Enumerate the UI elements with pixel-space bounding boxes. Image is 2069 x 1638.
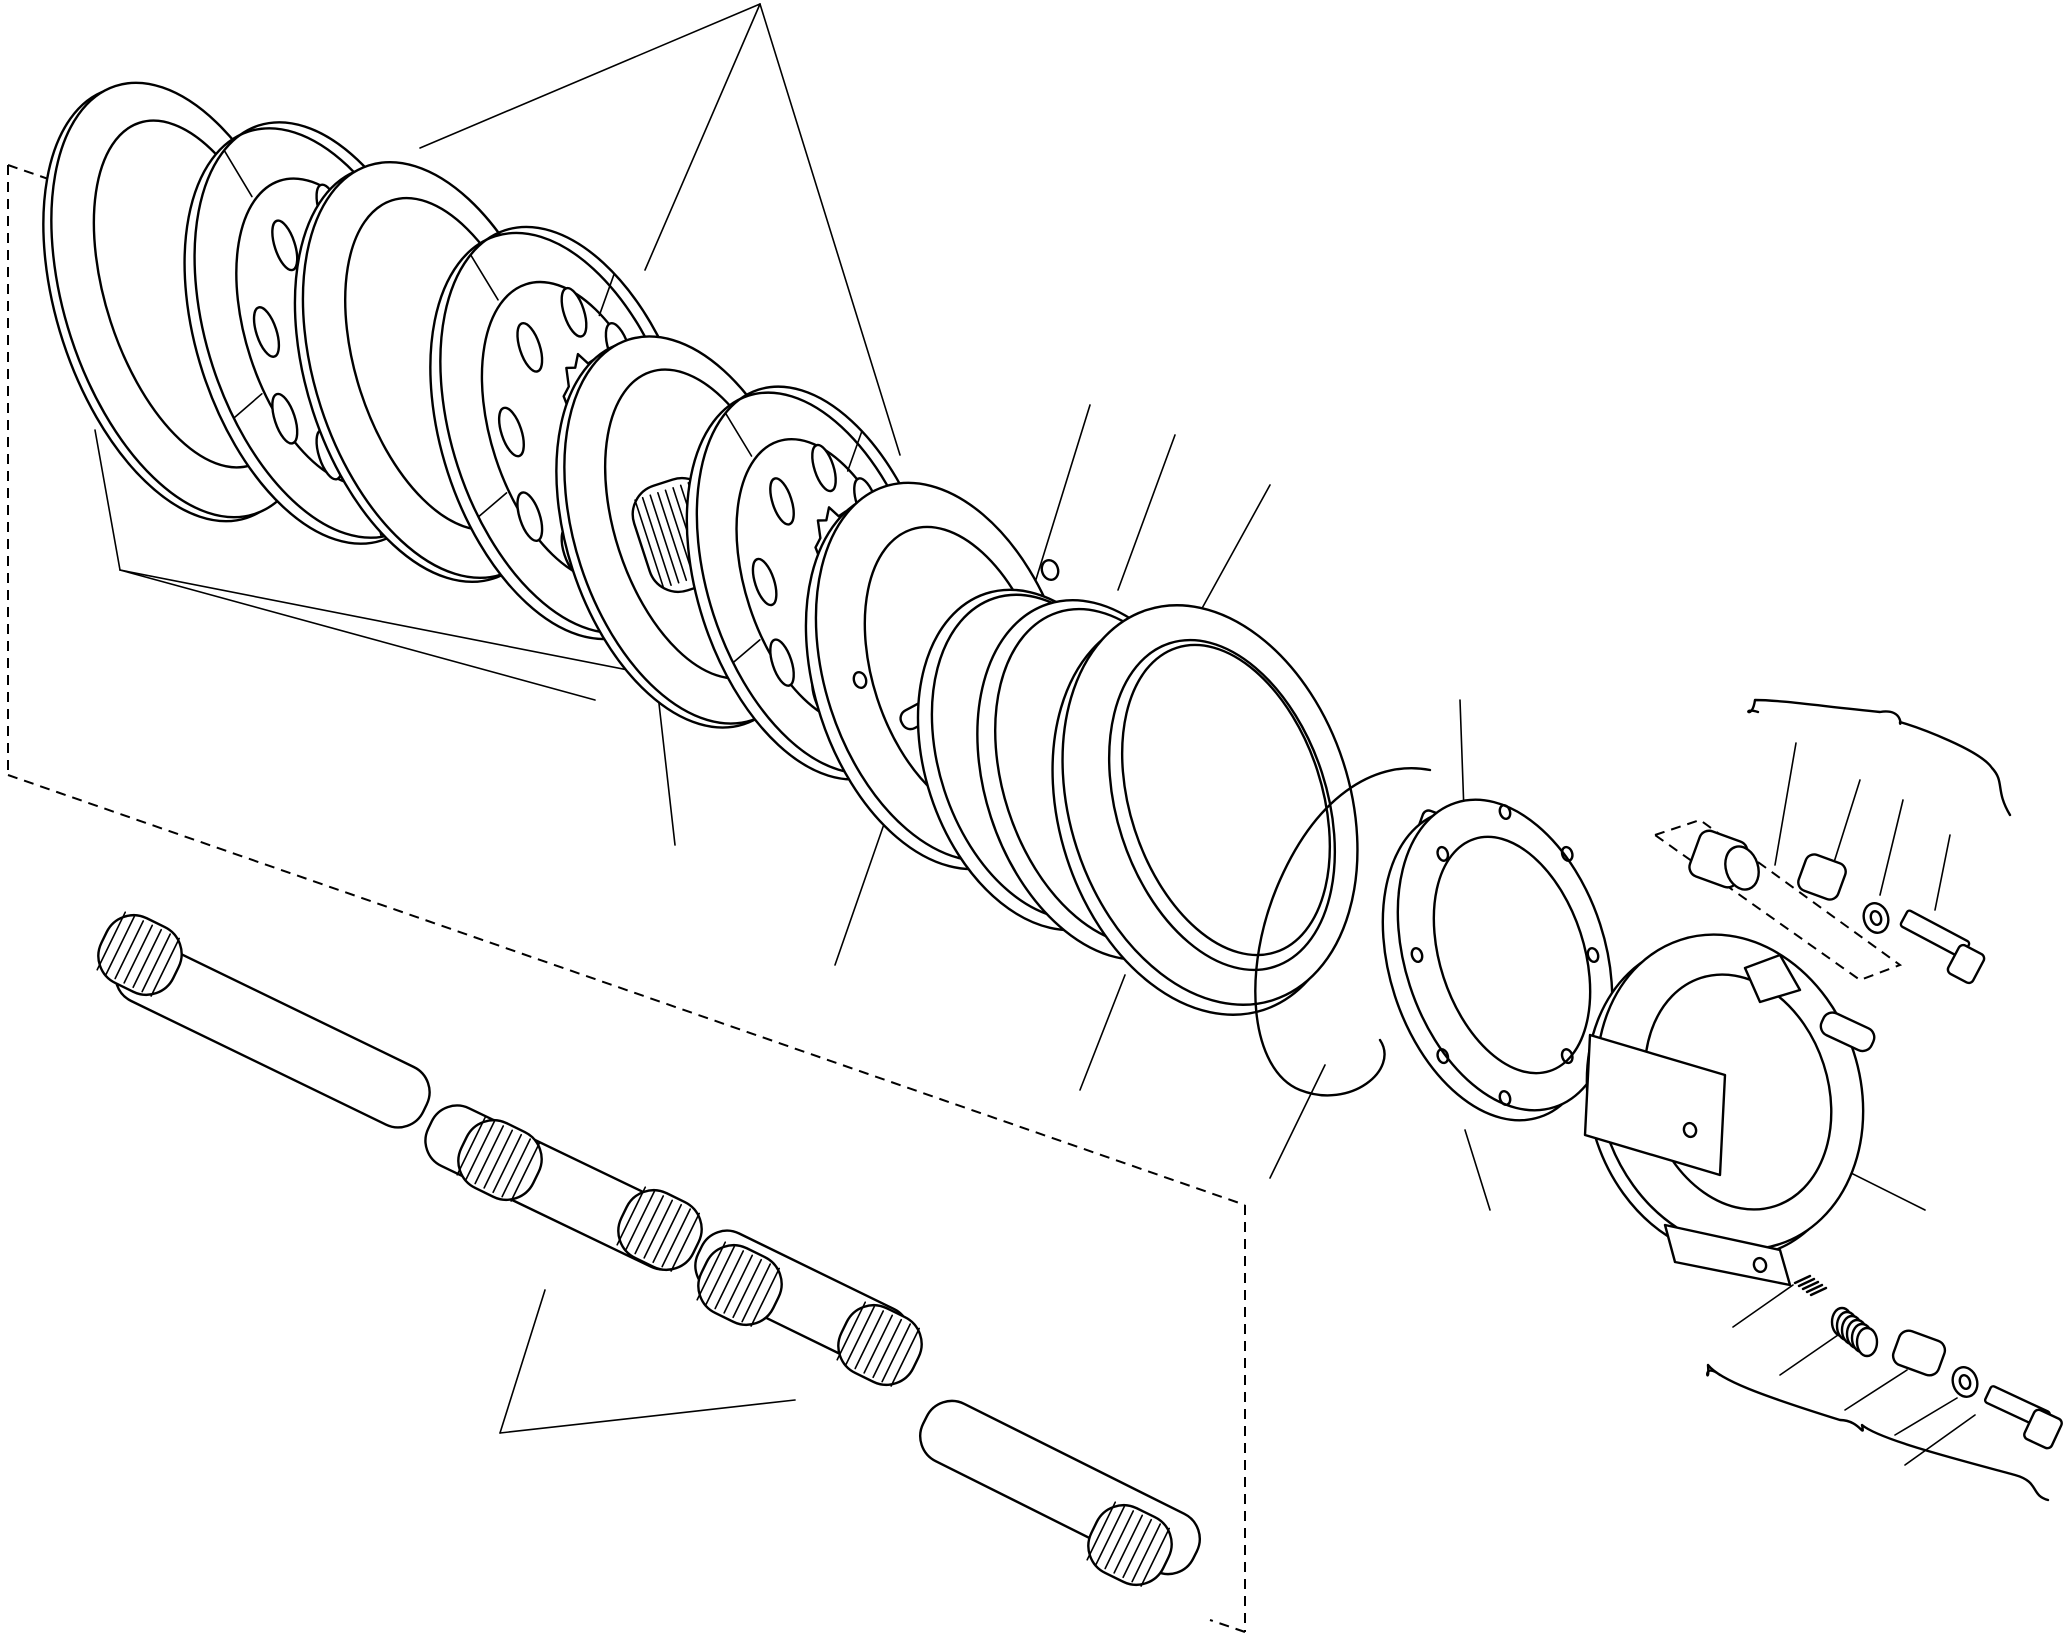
brake-housing [1583, 933, 1876, 1287]
lower-bracket [1706, 1363, 2050, 1502]
parts-layer [42, 81, 2063, 1587]
piston-ring [1051, 604, 1359, 1016]
axle-shaft [96, 911, 1201, 1587]
upper-fastener-group [1688, 829, 1986, 985]
retainer-plate [1381, 798, 1614, 1122]
lower-fastener-group [1793, 1274, 2063, 1450]
dashed-reference-lines [7, 164, 1903, 1633]
upper-bracket [1747, 698, 2012, 817]
